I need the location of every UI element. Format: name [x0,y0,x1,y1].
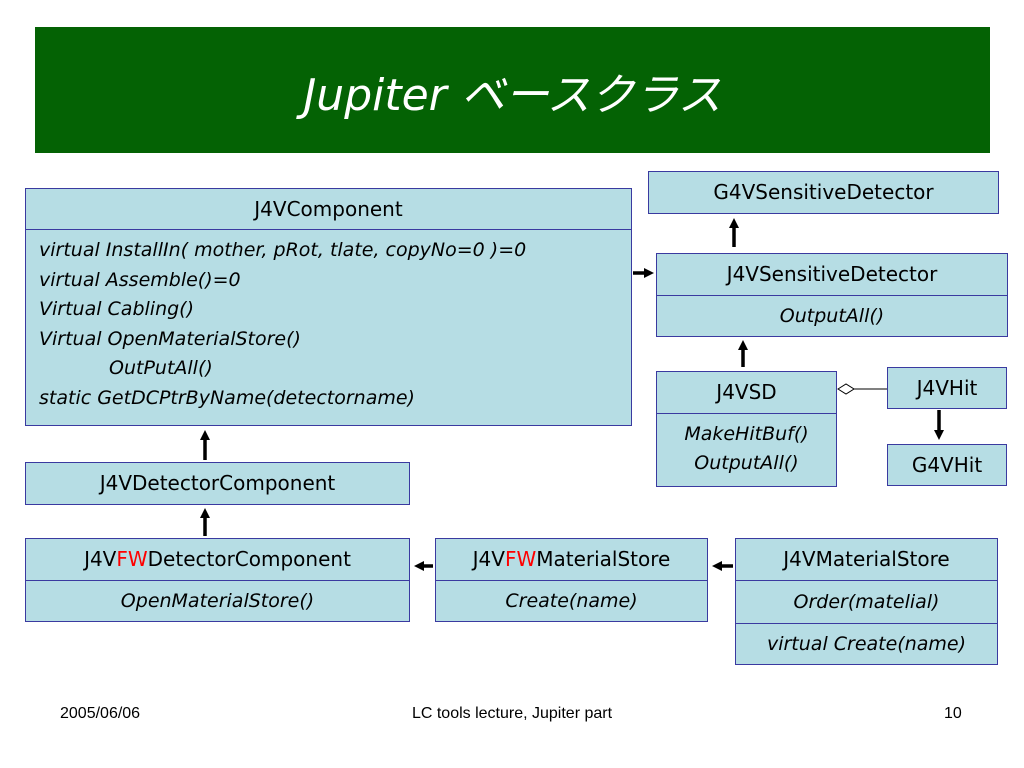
name-suffix: DetectorComponent [147,547,351,571]
method: MakeHitBuf() [684,423,809,445]
method-list: MakeHitBuf() OutputAll() [657,413,836,486]
class-j4vdetectorcomponent: J4VDetectorComponent [25,462,410,505]
method: virtual Assemble()=0 [39,268,241,291]
class-j4vcomponent: J4VComponent virtual InstallIn( mother, … [25,188,632,426]
slide-title: Jupiter ベースクラス [303,70,722,121]
class-name: J4VComponent [254,197,403,221]
title-bar: Jupiter ベースクラス [35,27,990,153]
method: Order(matelial) [736,580,997,623]
class-name: G4VSensitiveDetector [713,180,934,204]
class-name: J4VDetectorComponent [99,471,336,495]
method: Create(name) [436,580,707,622]
method: Virtual OpenMaterialStore() [39,327,301,350]
class-j4vfwdetectorcomponent: J4VFWDetectorComponent OpenMaterialStore… [25,538,410,622]
name-suffix: MaterialStore [536,547,671,571]
class-name: G4VHit [911,453,983,477]
method: static GetDCPtrByName(detectorname) [39,386,415,409]
class-name: J4VSD [716,380,777,404]
footer-date: 2005/06/06 [60,705,141,722]
class-name: J4VFWMaterialStore [436,539,707,580]
aggregation-diamond [837,383,855,395]
name-highlight: FW [116,547,148,571]
footer-page-number: 10 [944,705,962,722]
class-j4vsd: J4VSD MakeHitBuf() OutputAll() [656,371,837,487]
class-name: J4VHit [916,376,978,400]
method: OutPutAll() [109,357,213,379]
class-g4vhit: G4VHit [887,444,1007,486]
class-name: J4VSensitiveDetector [726,262,938,286]
class-j4vfwmaterialstore: J4VFWMaterialStore Create(name) [435,538,708,622]
method: virtual Create(name) [736,623,997,665]
class-j4vhit: J4VHit [887,367,1007,409]
class-name: J4VMaterialStore [783,547,950,571]
method: OutputAll() [657,295,1007,337]
method: OutputAll() [694,452,799,474]
method: virtual InstallIn( mother, pRot, tlate, … [39,239,527,261]
name-prefix: J4V [472,547,505,571]
class-g4vsensitivedetector: G4VSensitiveDetector [648,171,999,214]
method: OpenMaterialStore() [26,580,409,622]
class-j4vsensitivedetector: J4VSensitiveDetector OutputAll() [656,253,1008,337]
name-prefix: J4V [84,547,117,571]
class-name: J4VFWDetectorComponent [26,539,409,580]
method: Virtual Cabling() [39,298,194,320]
footer-center: LC tools lecture, Jupiter part [411,705,613,722]
class-j4vmaterialstore: J4VMaterialStore Order(matelial) virtual… [735,538,998,665]
name-highlight: FW [504,547,537,571]
method-list: virtual InstallIn( mother, pRot, tlate, … [26,229,631,432]
